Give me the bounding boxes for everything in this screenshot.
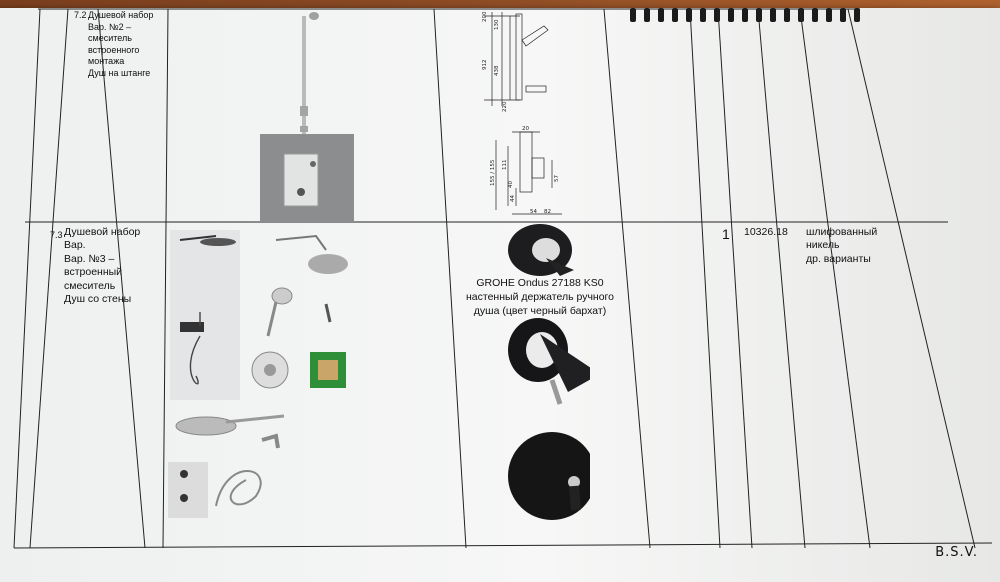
dim-label: 438: [494, 65, 500, 76]
dim-label: 57: [554, 175, 560, 182]
dim-label: 200: [482, 11, 488, 22]
dim-label: 54: [530, 209, 537, 215]
row-title: Душевой набор Вар. Вар. №3 – встроенный …: [64, 226, 141, 306]
price: 10326.18: [744, 226, 788, 238]
product-caption-line: настенный держатель ручного: [466, 291, 614, 304]
row-number: 7.2: [74, 10, 87, 20]
row-number: 7.3: [50, 230, 63, 240]
quantity: 1: [722, 226, 730, 242]
dim-label: 220: [502, 101, 508, 112]
row-title: Душевой набор Вар. №2 – смеситель встрое…: [88, 10, 154, 78]
shower-set-product-images: [168, 230, 348, 518]
dim-label: 82: [544, 209, 551, 215]
shower-rail-product-image: [260, 12, 354, 222]
dim-label: 912: [482, 60, 488, 71]
dim-label: 20: [522, 126, 529, 132]
dim-label: 155 / 155: [490, 159, 496, 186]
wall-holder-images: [508, 224, 590, 520]
product-caption: GROHE Ondus 27188 KS0 настенный держател…: [452, 276, 628, 319]
signature: B.S.V.: [935, 545, 978, 560]
dim-label: 40: [508, 181, 514, 188]
dim-label: 111: [502, 160, 508, 171]
dim-label: 130: [494, 19, 500, 30]
technical-drawing: 200 130 912 438 220 155 / 155 111 44 40 …: [482, 11, 562, 215]
dim-label: 44: [510, 195, 516, 202]
finish: шлифованный никель др. варианты: [806, 226, 878, 265]
product-caption-line: GROHE Ondus 27188 KS0: [476, 277, 604, 289]
product-caption-line: душа (цвет черный бархат): [473, 305, 607, 318]
